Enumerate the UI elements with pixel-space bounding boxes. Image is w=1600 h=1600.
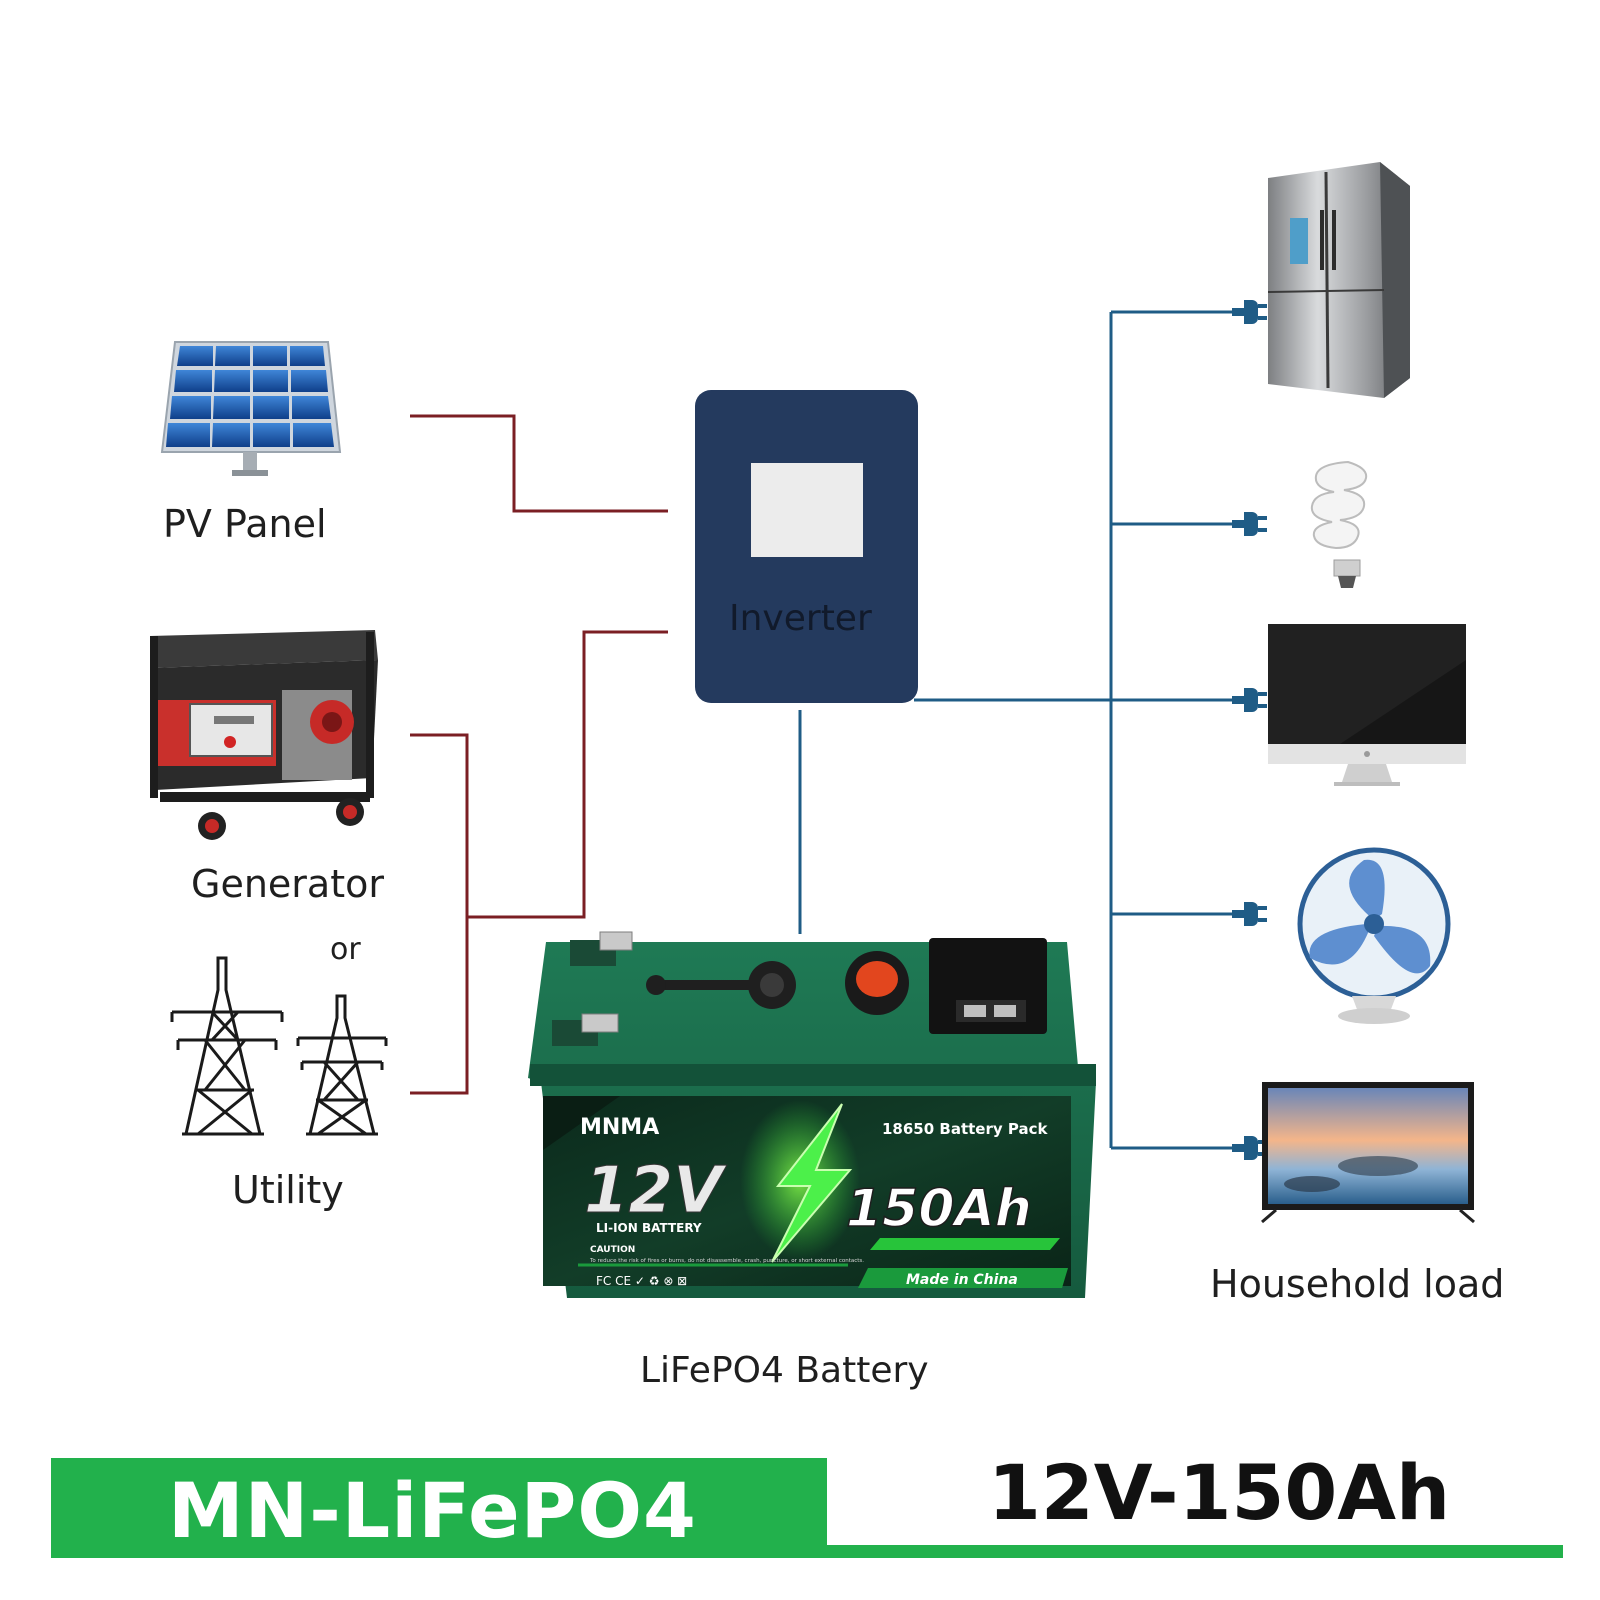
- light-bulb-icon: [1310, 460, 1368, 588]
- plug-icon: [1232, 512, 1267, 536]
- utility-label: Utility: [232, 1168, 344, 1212]
- inverter-display: [751, 463, 863, 557]
- battery-caption: LiFePO4 Battery: [640, 1350, 929, 1391]
- generator-utility-to-inverter-wire: [467, 630, 668, 919]
- plug-icon: [1232, 902, 1267, 926]
- power-tower-icon: [170, 956, 284, 1136]
- pv-to-inverter-wire: [410, 414, 668, 513]
- battery-brand: MNMA: [580, 1115, 659, 1140]
- power-tower-icon: [296, 994, 388, 1136]
- lifepo4-battery-image: MNMA 18650 Battery Pack 12V LI-ION BATTE…: [528, 931, 1096, 1298]
- generator-label: Generator: [191, 862, 384, 906]
- footer-banner: [51, 1458, 827, 1558]
- footer-spec: 12V-150Ah: [988, 1448, 1451, 1537]
- plug-icon: [1232, 300, 1267, 324]
- plug-icon: [1232, 1136, 1267, 1160]
- battery-voltage: 12V: [584, 1154, 727, 1228]
- certification-marks: FC CE ✓ ♻ ⊗ ⊠: [596, 1274, 687, 1288]
- monitor-icon: [1268, 624, 1466, 786]
- battery-capacity: 150Ah: [846, 1179, 1032, 1239]
- plug-icon: [1232, 688, 1267, 712]
- footer-underline: [827, 1545, 1563, 1558]
- pv-panel-label: PV Panel: [163, 502, 327, 546]
- lightning-bolt-icon: [771, 1103, 853, 1263]
- battery-chemistry: LI-ION BATTERY: [596, 1221, 702, 1235]
- or-label: or: [330, 932, 361, 967]
- inverter-box: [695, 390, 918, 703]
- refrigerator-icon: [1267, 162, 1410, 398]
- generator-wire: [410, 733, 469, 1095]
- battery-pack-type: 18650 Battery Pack: [882, 1120, 1048, 1138]
- battery-caution-title: CAUTION: [590, 1245, 635, 1255]
- battery-label-texts: MNMA 18650 Battery Pack 12V LI-ION BATTE…: [580, 1115, 1048, 1288]
- battery-made-in: Made in China: [906, 1272, 1018, 1288]
- television-icon: [1261, 1082, 1475, 1224]
- solar-panel-icon: [160, 341, 342, 476]
- desk-fan-icon: [1297, 847, 1451, 1024]
- ac-input-wires: [410, 414, 668, 1095]
- inverter-label: Inverter: [729, 598, 872, 639]
- generator-icon: [150, 630, 378, 840]
- footer-model-name: MN-LiFePO4: [168, 1466, 697, 1555]
- dc-output-wires: [798, 310, 1240, 1150]
- battery-caution-text: To reduce the risk of fires or burns, do…: [589, 1258, 864, 1264]
- household-load-label: Household load: [1210, 1262, 1505, 1306]
